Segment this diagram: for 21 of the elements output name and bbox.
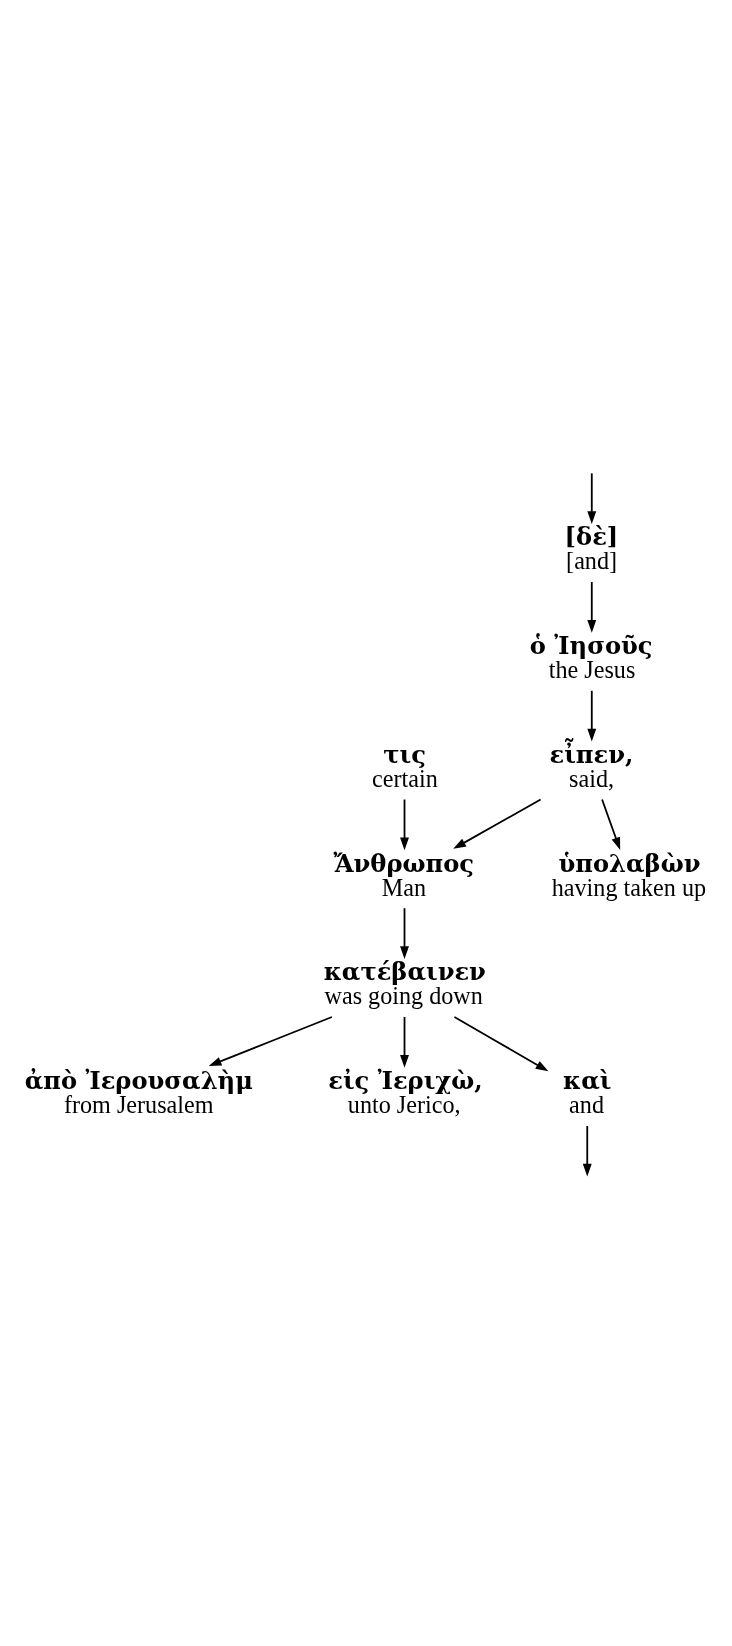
arrow bbox=[587, 580, 597, 633]
node-text: [δὲ] [and] bbox=[564, 521, 619, 574]
arrow bbox=[400, 906, 409, 959]
arrow bbox=[208, 1015, 333, 1066]
arrow bbox=[582, 1124, 592, 1177]
node-text: εἰς Ἰεριχὼ, unto Jerico, bbox=[328, 1065, 483, 1118]
arrow bbox=[453, 1015, 549, 1071]
node-text: ἀπὸ Ἰερουσαλὴμ from Jerusalem bbox=[24, 1065, 253, 1118]
node-text: ὑπολαβὼν having taken up bbox=[551, 848, 707, 901]
node-text: εἶπεν, said, bbox=[549, 739, 634, 792]
node-text: καὶ and bbox=[563, 1065, 612, 1118]
node-text: τις certain bbox=[372, 739, 438, 792]
node-text: Ἄνθρωπος Man bbox=[333, 848, 475, 901]
node-text: ὁ Ἰησοῦς the Jesus bbox=[529, 630, 653, 683]
node-text: κατέβαινεν was going down bbox=[323, 956, 486, 1009]
arrow bbox=[587, 689, 597, 742]
arrow bbox=[400, 798, 409, 850]
arrow bbox=[587, 471, 597, 524]
arrow bbox=[601, 798, 621, 850]
arrow bbox=[400, 1015, 409, 1068]
arrow bbox=[453, 798, 542, 849]
